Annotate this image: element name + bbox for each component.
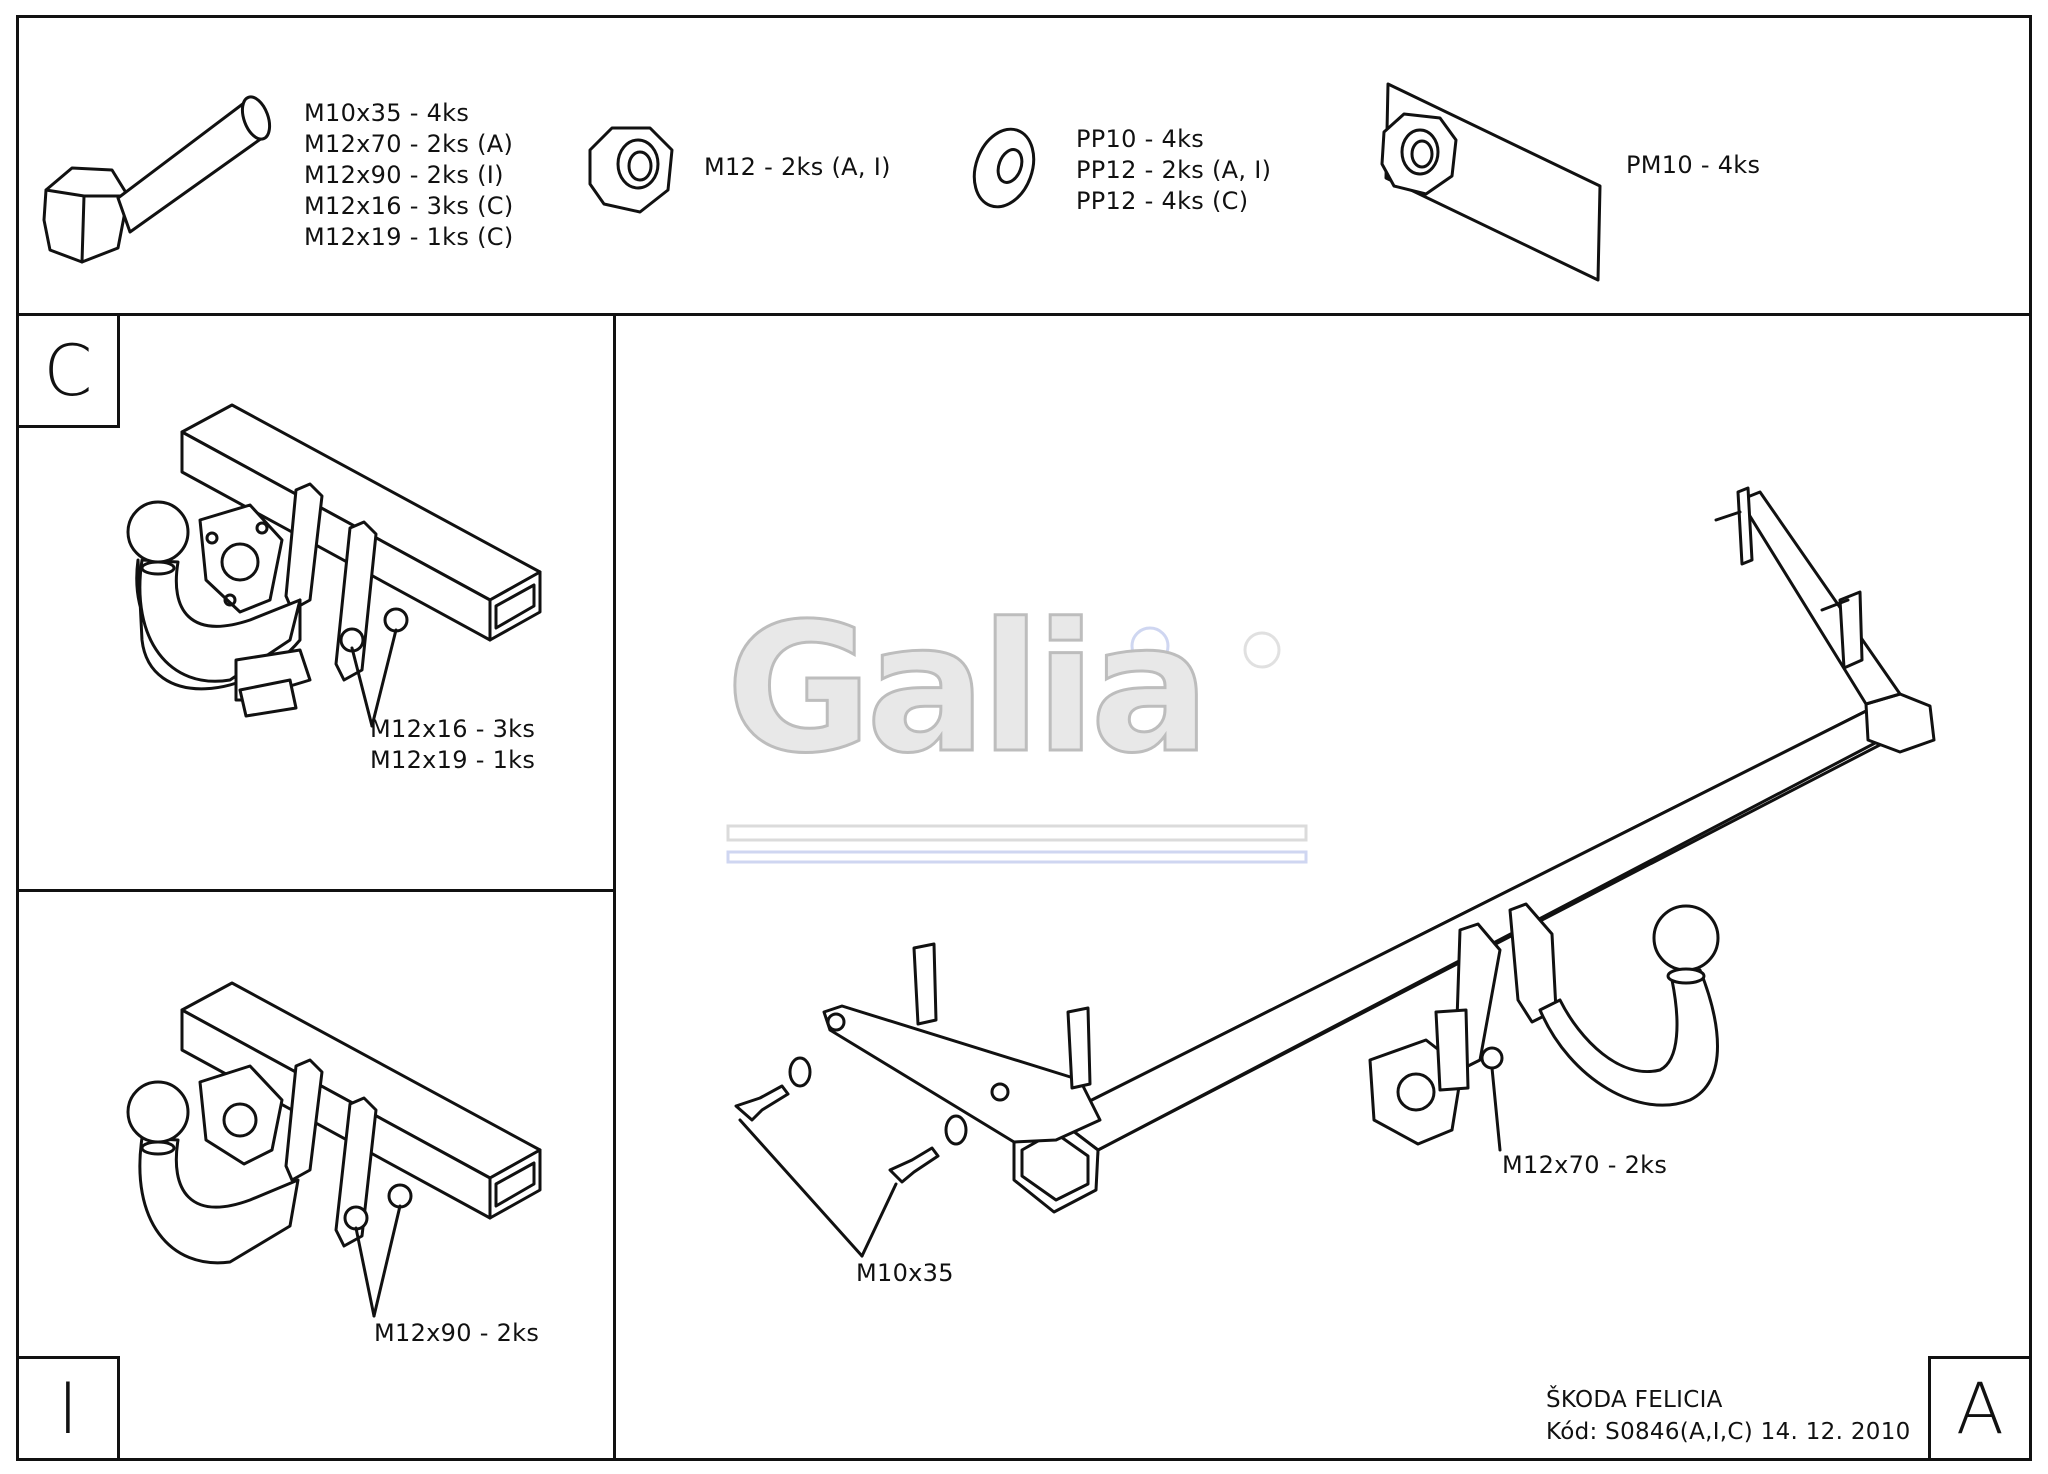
bolt-label: M12x16 - 3ks (C)	[304, 192, 514, 220]
bolt-label: M12x19 - 1ks (C)	[304, 223, 514, 251]
drawing-border	[16, 15, 2032, 1461]
washer-label: PP10 - 4ks	[1076, 125, 1205, 153]
washer-label: PP12 - 2ks (A, I)	[1076, 156, 1272, 184]
panel-i-callout: M12x90 - 2ks	[374, 1319, 540, 1347]
bolt-labels: M10x35 - 4ks M12x70 - 2ks (A) M12x90 - 2…	[304, 98, 514, 253]
title-model: ŠKODA FELICIA	[1546, 1387, 1723, 1413]
title-block: ŠKODA FELICIA Kód: S0846(A,I,C) 14. 12. …	[1546, 1384, 1911, 1448]
parts-row-divider	[16, 313, 2032, 316]
panel-a-drawing	[734, 486, 1936, 1258]
left-column-divider	[613, 313, 616, 1461]
left-panels-divider	[16, 889, 615, 892]
bolt-icon	[42, 95, 272, 264]
panel-a-letter: A	[1928, 1356, 2032, 1461]
panel-c-drawing	[126, 403, 542, 728]
nut-icon	[588, 126, 674, 214]
bolt-label: M12x90 - 2ks (I)	[304, 161, 504, 189]
title-code-date: Kód: S0846(A,I,C) 14. 12. 2010	[1546, 1419, 1911, 1445]
bolt-label: M10x35 - 4ks	[304, 99, 470, 127]
washer-label: PP12 - 4ks (C)	[1076, 187, 1249, 215]
panel-a-callout-screws: M10x35	[856, 1259, 954, 1287]
panel-i-drawing	[126, 981, 542, 1318]
plate-nut-label: PM10 - 4ks	[1626, 151, 1761, 179]
galia-watermark: Galia	[724, 585, 1211, 792]
panel-a-callout-bolts: M12x70 - 2ks	[1502, 1151, 1668, 1179]
panel-i-letter: I	[16, 1356, 120, 1461]
callout-label: M12x19 - 1ks	[370, 746, 536, 774]
washer-labels: PP10 - 4ks PP12 - 2ks (A, I) PP12 - 4ks …	[1076, 124, 1271, 217]
washer-icon	[972, 127, 1036, 209]
bolt-label: M12x70 - 2ks (A)	[304, 130, 514, 158]
panel-c-callouts: M12x16 - 3ks M12x19 - 1ks	[370, 714, 535, 776]
callout-label: M12x16 - 3ks	[370, 715, 536, 743]
panel-c-letter: C	[16, 313, 120, 428]
plate-nut-icon	[1380, 82, 1602, 282]
galia-logo	[726, 626, 1308, 864]
nut-label: M12 - 2ks (A, I)	[704, 153, 891, 181]
